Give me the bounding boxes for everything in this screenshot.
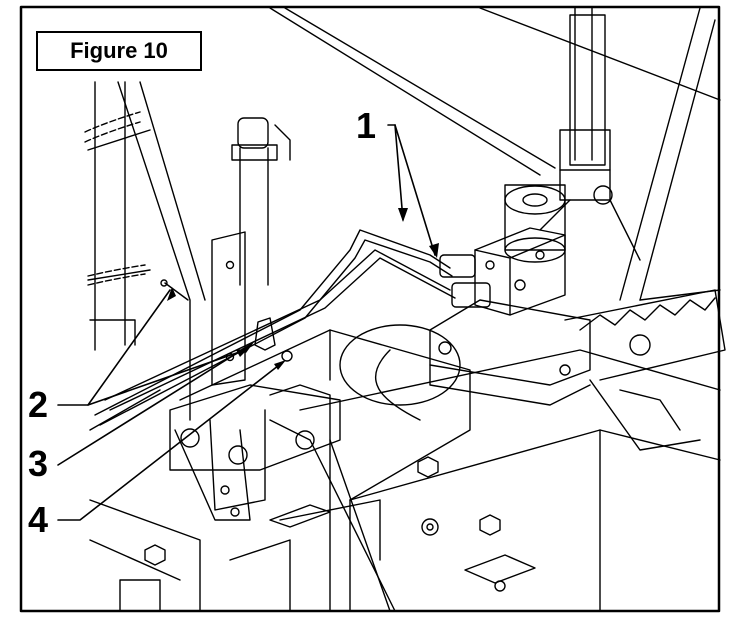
- valve-block: [474, 184, 566, 316]
- callout-1: 1: [356, 105, 377, 146]
- callout-leaders: [57, 124, 436, 521]
- left-frame-structure: [84, 81, 206, 431]
- base-frame: [89, 499, 291, 612]
- pin-clip-nut: [160, 279, 293, 362]
- hydraulic-cylinder: [539, 14, 641, 261]
- callout-2: 2: [28, 384, 49, 425]
- frame-border: [19, 5, 721, 613]
- callout-arrowheads: [167, 208, 439, 370]
- linkage-arms: [169, 384, 396, 612]
- figure-title: Figure 10: [36, 31, 202, 71]
- top-frame-beams: [269, 7, 721, 301]
- callout-4: 4: [28, 499, 49, 540]
- bracket-plate: [211, 231, 246, 386]
- vertical-post: [231, 117, 291, 286]
- gear-sector: [564, 289, 726, 451]
- gearbox-housing: [179, 324, 721, 612]
- nameplate: [464, 554, 536, 584]
- hose-fittings: [439, 254, 491, 308]
- callout-3: 3: [28, 443, 49, 484]
- bolts: [144, 456, 506, 592]
- valve-mount-plate: [429, 299, 591, 406]
